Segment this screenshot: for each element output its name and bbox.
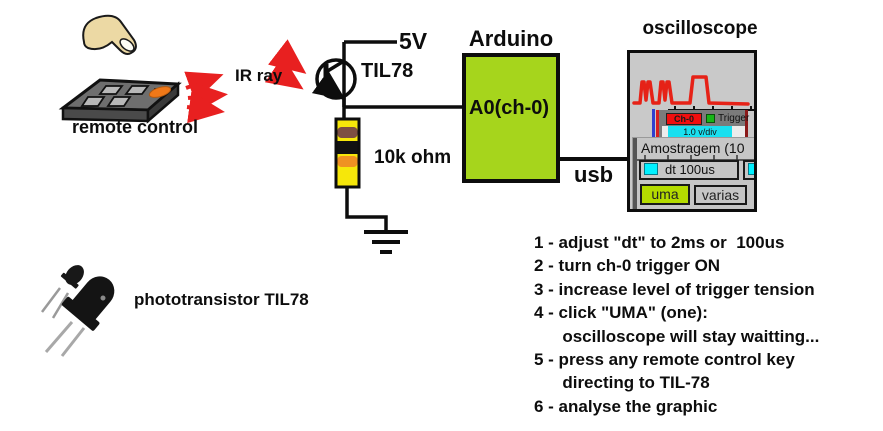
instruction-line: 4 - click "UMA" (one): (534, 303, 708, 323)
phototransistor-caption: phototransistor TIL78 (134, 290, 309, 309)
instruction-line: 5 - press any remote control key (534, 350, 795, 370)
dt-button-label: dt 100us (665, 162, 715, 177)
resistor-symbol (334, 117, 361, 189)
instructions-list: 1 - adjust "dt" to 2ms or 100us 2 - turn… (534, 231, 819, 418)
oscilloscope-window: Ch-0 Trigger 1.0 v/div Amostragem (10 dt (627, 50, 757, 212)
arduino-pin-label: A0(ch-0) (469, 97, 550, 119)
til78-label: TIL78 (361, 60, 414, 82)
panel-scrollbar[interactable] (633, 138, 637, 209)
ir-led (148, 86, 172, 98)
instruction-line: 3 - increase level of trigger tension (534, 279, 815, 299)
phototransistor-photo (41, 265, 115, 357)
resistor-label: 10k ohm (374, 147, 452, 168)
supply-5v-label: 5V (399, 28, 428, 54)
trigger-checkbox[interactable] (706, 114, 715, 123)
phototransistor-symbol (311, 58, 357, 101)
vdiv-strip: 1.0 v/div (662, 126, 745, 138)
instruction-line: 6 - analyse the graphic (534, 396, 718, 416)
ground-symbol (364, 230, 408, 254)
uma-button[interactable]: uma (640, 184, 690, 205)
arduino-block: A0(ch-0) (462, 53, 560, 183)
oscilloscope-title: oscilloscope (642, 18, 758, 39)
instruction-line: oscilloscope will stay waitting... (534, 326, 820, 346)
remote-control-label: remote control (72, 117, 199, 137)
varias-button[interactable]: varias (694, 185, 747, 205)
dt-color-swatch (644, 163, 658, 175)
ir-ray-label: IR ray (235, 66, 283, 85)
usb-label: usb (574, 162, 614, 187)
sampling-panel-title: Amostragem (10 (641, 140, 745, 156)
dt-button[interactable]: dt 100us (639, 160, 739, 180)
wires (342, 40, 627, 232)
trigger-label: Trigger (718, 113, 750, 124)
ir-ray-arrows (184, 71, 228, 124)
ch0-button[interactable]: Ch-0 (666, 113, 702, 125)
arduino-title: Arduino (468, 26, 554, 51)
trigger-level-marker (652, 109, 655, 138)
instruction-line: 2 - turn ch-0 trigger ON (534, 256, 721, 276)
ir-hit-arrows (264, 39, 307, 90)
sampling-panel: Amostragem (10 dt 100us uma varias (632, 137, 754, 209)
dt2-color-swatch (748, 163, 754, 175)
hand-icon (82, 14, 137, 55)
remote-control-icon (58, 78, 182, 124)
channel-panel: Ch-0 Trigger 1.0 v/div (656, 110, 750, 139)
instruction-line: 1 - adjust "dt" to 2ms or 100us (534, 233, 785, 252)
dt-button-2-partial[interactable] (743, 160, 754, 180)
vdiv-value[interactable]: 1.0 v/div (668, 126, 732, 138)
instruction-line: directing to TIL-78 (534, 373, 710, 393)
